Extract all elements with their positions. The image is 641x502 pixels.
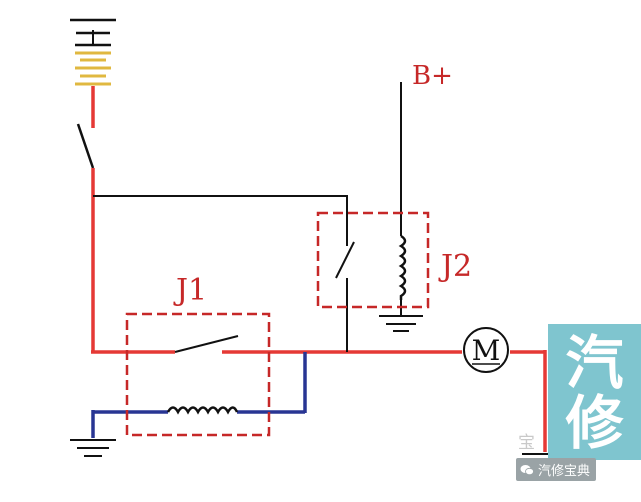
watermark-logo-char-top: 汽 (565, 329, 624, 397)
watermark-caption: 汽修宝典 (516, 458, 597, 481)
relay1-switch (174, 335, 239, 353)
relay1-ground-symbol (70, 439, 116, 457)
relay1-label: J1 (173, 273, 207, 308)
battery-symbol (70, 18, 116, 86)
watermark-logo-char-bottom: 修 (565, 389, 624, 457)
motor-label: M (472, 334, 501, 367)
ground-wire (91, 352, 307, 438)
relay2-coil (398, 234, 407, 300)
relay2-label: J2 (438, 249, 472, 284)
power-wire (76, 86, 547, 452)
relay2-ground-symbol (379, 315, 423, 332)
control-wire (93, 195, 355, 352)
relay1-coil (166, 406, 239, 415)
motor-symbol: M (463, 327, 509, 373)
relay2-box (316, 211, 430, 309)
watermark-faint-char: 宝 (518, 433, 535, 453)
watermark-logo: 汽 修 (548, 324, 641, 460)
relay1-box (125, 312, 271, 437)
wechat-icon (520, 464, 534, 475)
battery-positive-label: B+ (412, 61, 453, 91)
watermark-caption-text: 汽修宝典 (538, 464, 591, 479)
